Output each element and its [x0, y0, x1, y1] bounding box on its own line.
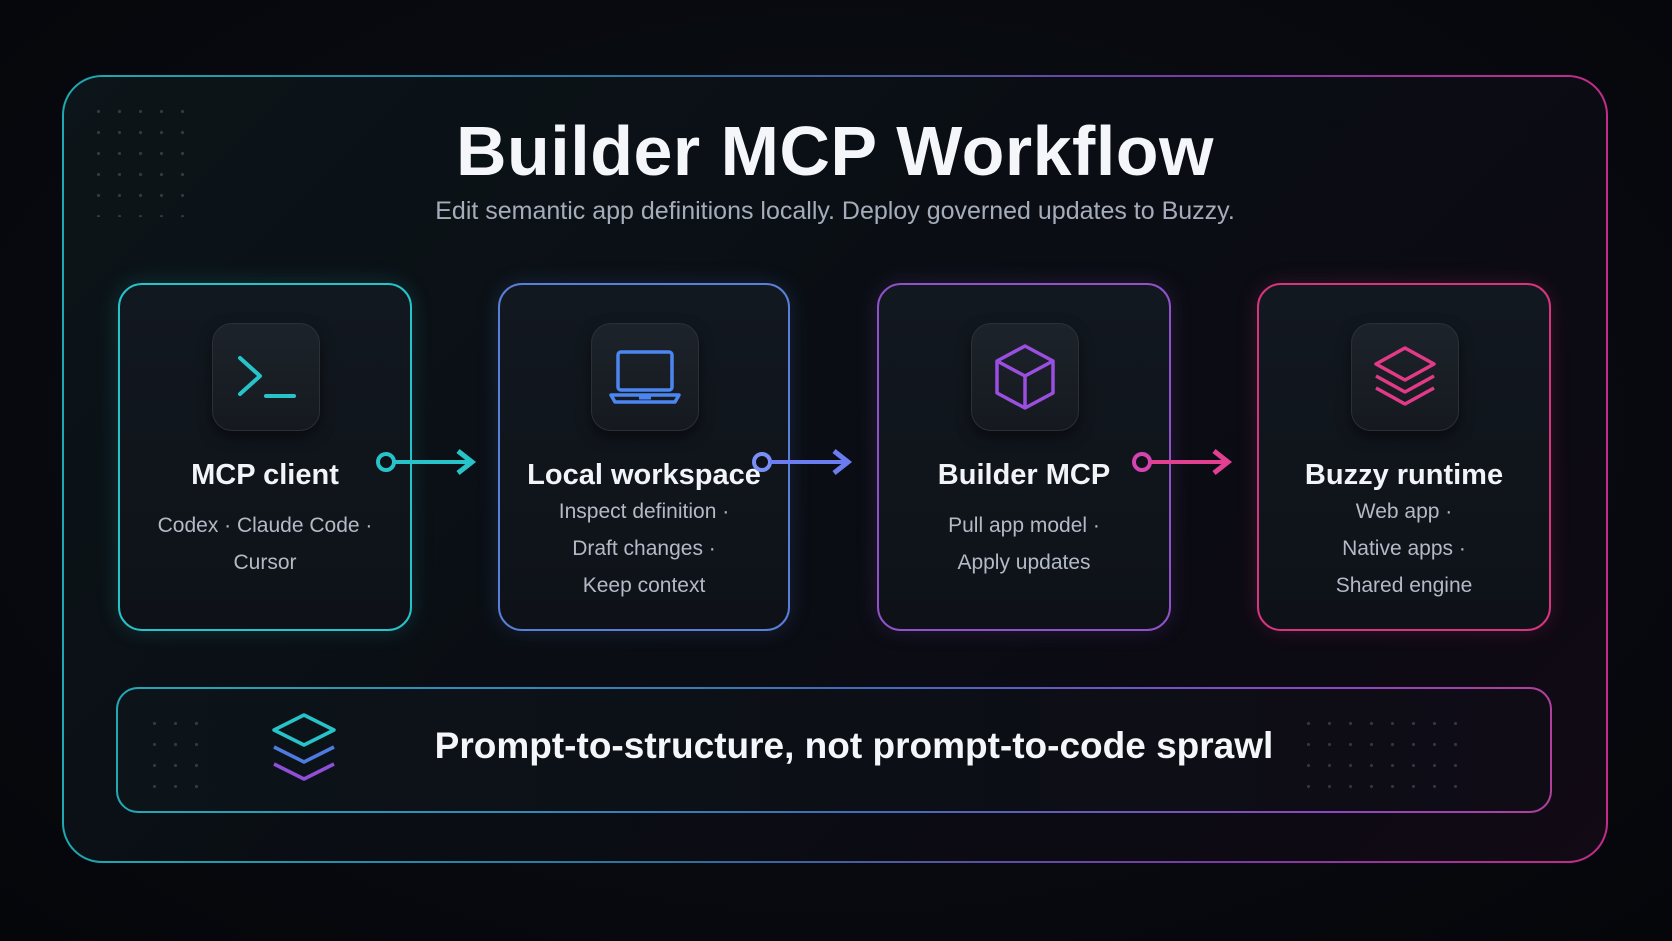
- icon-tile: [212, 323, 320, 431]
- connector-arrow-3: [1132, 449, 1233, 475]
- terminal-icon: [238, 356, 296, 398]
- diagram-subtitle: Edit semantic app definitions locally. D…: [435, 197, 1235, 225]
- icon-tile: [1351, 323, 1459, 431]
- step-desc-line: Keep context: [582, 574, 706, 597]
- step-card-local-workspace: Local workspace Inspect definition · Dra…: [498, 283, 790, 631]
- cube-icon: [995, 344, 1055, 410]
- diagram-title: Builder MCP Workflow: [455, 112, 1215, 190]
- step-title: Local workspace: [527, 459, 761, 491]
- step-card-buzzy-runtime: Buzzy runtime Web app · Native apps · Sh…: [1257, 283, 1551, 631]
- step-card-builder-mcp: Builder MCP Pull app model · Apply updat…: [877, 283, 1171, 631]
- step-title: MCP client: [191, 459, 339, 491]
- step-desc-line: Shared engine: [1335, 574, 1473, 597]
- step-description: Codex · Claude Code · Cursor: [128, 507, 402, 581]
- laptop-icon: [609, 350, 681, 404]
- step-description: Inspect definition · Draft changes · Kee…: [508, 493, 780, 604]
- diagram-panel: Builder MCP Workflow Edit semantic app d…: [64, 77, 1606, 861]
- step-desc-line: Apply updates: [957, 551, 1091, 574]
- step-card-mcp-client: MCP client Codex · Claude Code · Cursor: [118, 283, 412, 631]
- step-description: Pull app model · Apply updates: [887, 507, 1161, 581]
- icon-tile: [971, 323, 1079, 431]
- stacked-layers-icon: [272, 713, 336, 781]
- step-desc-line: Inspect definition ·: [558, 500, 730, 523]
- step-description: Web app · Native apps · Shared engine: [1267, 493, 1541, 604]
- icon-tile: [591, 323, 699, 431]
- footer-tagline: Prompt-to-structure, not prompt-to-code …: [434, 725, 1274, 766]
- step-desc-line: Draft changes ·: [572, 537, 716, 560]
- dot-grid-left: [144, 713, 216, 789]
- step-title: Buzzy runtime: [1304, 459, 1504, 491]
- layers-icon: [1374, 346, 1436, 406]
- step-desc-line: Codex · Claude Code · Cursor: [157, 514, 373, 574]
- footer-banner-inner: Prompt-to-structure, not prompt-to-code …: [118, 689, 1550, 811]
- dot-grid-top-left: [88, 101, 184, 217]
- diagram-frame: Builder MCP Workflow Edit semantic app d…: [62, 75, 1608, 863]
- step-title: Builder MCP: [937, 459, 1111, 491]
- connector-arrow-1: [376, 449, 477, 475]
- connector-arrow-2: [752, 449, 853, 475]
- step-desc-line: Native apps ·: [1342, 537, 1466, 560]
- footer-banner: Prompt-to-structure, not prompt-to-code …: [116, 687, 1552, 813]
- dot-grid-right: [1298, 713, 1458, 789]
- step-desc-line: Pull app model ·: [948, 514, 1100, 537]
- step-desc-line: Web app ·: [1355, 500, 1453, 523]
